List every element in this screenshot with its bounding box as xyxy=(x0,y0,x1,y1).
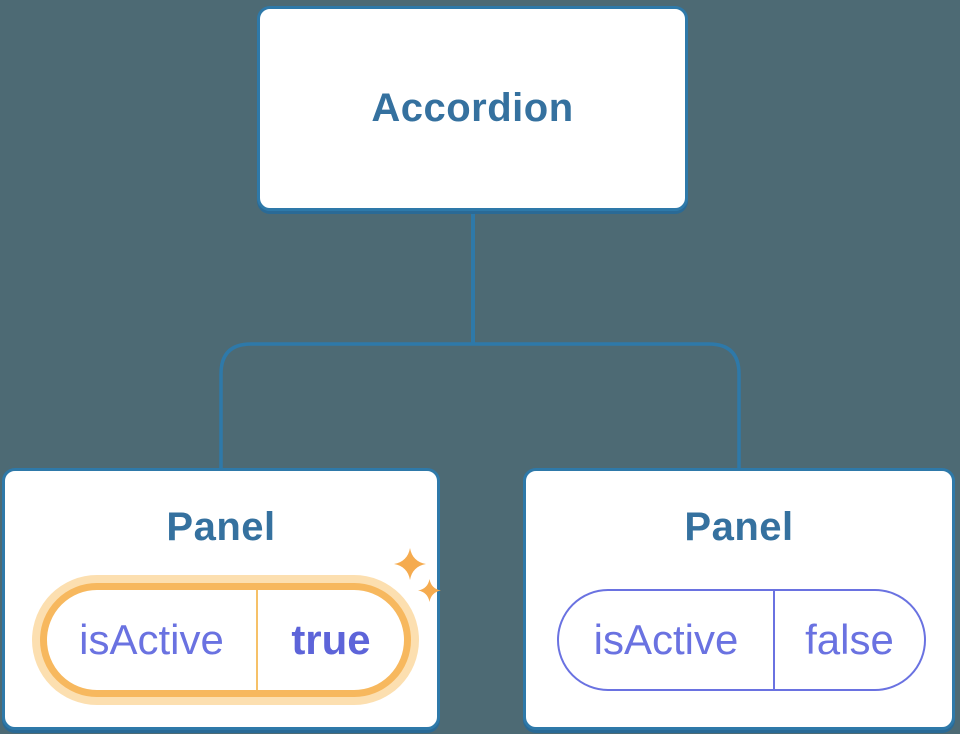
prop-name: isActive xyxy=(79,616,224,663)
prop-name: isActive xyxy=(593,616,739,663)
pill-divider xyxy=(256,590,258,690)
panel-node-inactive: Panel isActive false xyxy=(523,468,955,730)
accordion-node: Accordion xyxy=(257,6,688,211)
panel-label: Panel xyxy=(684,505,794,549)
panel-node-active: Panel isActive true xyxy=(2,468,441,730)
panel-label: Panel xyxy=(166,505,276,549)
sparkle-icon-small xyxy=(418,579,441,602)
prop-value: true xyxy=(291,616,371,663)
sparkle-icon-large xyxy=(394,548,426,580)
accordion-label: Accordion xyxy=(371,86,574,130)
prop-value: false xyxy=(805,616,894,663)
prop-pill-inactive: isActive false xyxy=(557,589,926,691)
prop-pill-active: isActive true xyxy=(40,583,411,697)
pill-divider xyxy=(773,591,775,689)
